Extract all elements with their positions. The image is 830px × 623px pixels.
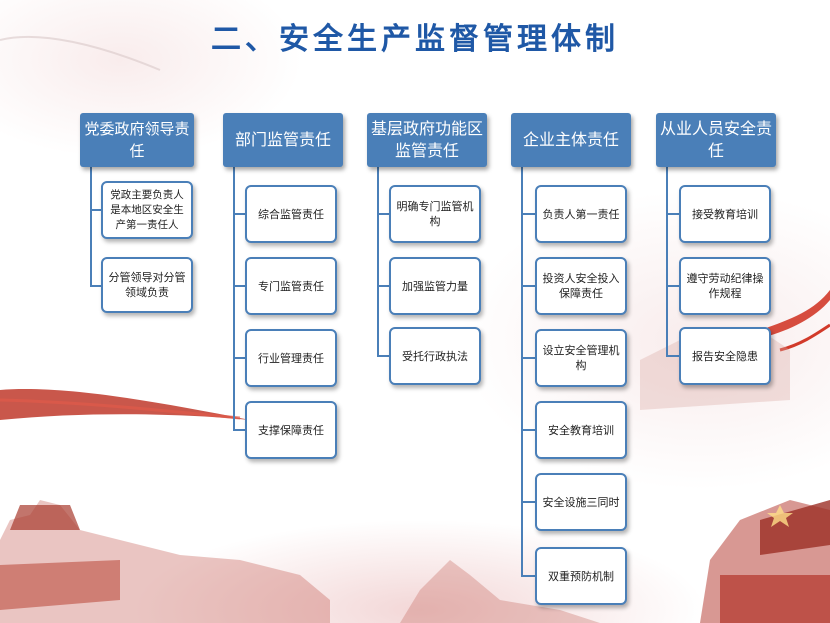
connector-line: [90, 209, 101, 211]
page-title: 二、安全生产监督管理体制: [211, 22, 619, 57]
connector-line: [90, 167, 92, 287]
column-header: 基层政府功能区监管责任: [367, 113, 487, 167]
connector-line: [233, 167, 235, 431]
column-header: 党委政府领导责任: [80, 113, 194, 167]
connector-line: [666, 355, 679, 357]
responsibility-box: 接受教育培训: [679, 185, 771, 243]
responsibility-box: 报告安全隐患: [679, 327, 771, 385]
connector-line: [377, 355, 389, 357]
responsibility-box: 支撑保障责任: [245, 401, 337, 459]
connector-line: [521, 285, 535, 287]
responsibility-box: 行业管理责任: [245, 329, 337, 387]
responsibility-box: 加强监管力量: [389, 257, 481, 315]
responsibility-box: 负责人第一责任: [535, 185, 627, 243]
responsibility-box: 分管领导对分管领域负责: [101, 257, 193, 313]
responsibility-box: 综合监管责任: [245, 185, 337, 243]
responsibility-box: 专门监管责任: [245, 257, 337, 315]
connector-line: [90, 285, 101, 287]
connector-line: [521, 213, 535, 215]
connector-line: [377, 167, 379, 357]
responsibility-box: 受托行政执法: [389, 327, 481, 385]
connector-line: [666, 167, 668, 357]
connector-line: [521, 429, 535, 431]
connector-line: [377, 285, 389, 287]
responsibility-box: 党政主要负责人是本地区安全生产第一责任人: [101, 181, 193, 239]
responsibility-box: 双重预防机制: [535, 547, 627, 605]
connector-line: [521, 501, 535, 503]
column-header: 企业主体责任: [511, 113, 631, 167]
connector-line: [233, 357, 245, 359]
connector-line: [233, 285, 245, 287]
connector-line: [521, 357, 535, 359]
connector-line: [521, 575, 535, 577]
column-header: 部门监管责任: [223, 113, 343, 167]
responsibility-box: 投资人安全投入保障责任: [535, 257, 627, 315]
responsibility-box: 遵守劳动纪律操作规程: [679, 257, 771, 315]
connector-line: [521, 167, 523, 577]
connector-line: [377, 213, 389, 215]
responsibility-box: 设立安全管理机构: [535, 329, 627, 387]
connector-line: [233, 429, 245, 431]
responsibility-box: 明确专门监管机构: [389, 185, 481, 243]
responsibility-box: 安全设施三同时: [535, 473, 627, 531]
responsibility-box: 安全教育培训: [535, 401, 627, 459]
connector-line: [666, 213, 679, 215]
connector-line: [666, 285, 679, 287]
column-header: 从业人员安全责任: [656, 113, 776, 167]
connector-line: [233, 213, 245, 215]
